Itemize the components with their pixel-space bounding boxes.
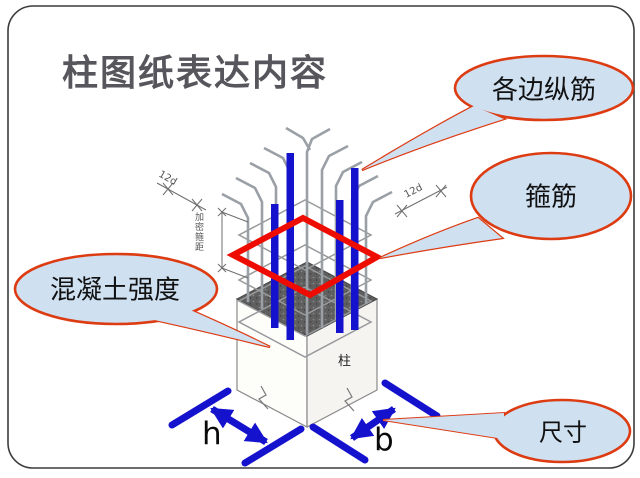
highlighted-longitudinal-bars: [271, 153, 359, 340]
b-extension-line: [381, 379, 441, 420]
callout-dimensions: [382, 398, 632, 464]
h-extension-line: [241, 425, 305, 467]
callout-label-longitudinal-bars: 各边纵筋: [491, 75, 597, 106]
b-extension-line: [309, 423, 369, 464]
callout-concrete-strength: [13, 252, 271, 349]
column-face-label: 柱: [338, 354, 352, 369]
blue-bar: [351, 168, 359, 330]
callout-label-concrete-strength: 混凝土强度: [49, 275, 181, 306]
dimension-label-h: h: [202, 416, 222, 452]
blue-bar: [271, 204, 279, 328]
dimension-label-b: b: [374, 422, 394, 458]
column-drawing: [156, 126, 448, 428]
b-dimension-arrow: [350, 406, 396, 441]
break-mark-right: [344, 387, 355, 412]
blue-bar: [286, 153, 294, 340]
break-mark-left: [258, 385, 269, 410]
dimension-annotations: [156, 182, 448, 279]
h-extension-line: [168, 387, 232, 429]
callout-label-stirrups: 箍筋: [524, 182, 578, 213]
callout-bubbles: [13, 54, 635, 464]
dimension-arrows: [168, 379, 441, 467]
slide-title: 柱图纸表达内容: [62, 52, 329, 94]
stirrup-spacing-label: 加密箍距: [193, 212, 203, 252]
callout-stirrups: [379, 151, 633, 260]
callout-longitudinal-bars: [361, 54, 635, 172]
slide-border: [7, 5, 635, 469]
callout-label-dimensions: 尺寸: [539, 418, 587, 447]
highlighted-stirrup: [226, 214, 384, 299]
blue-bar: [336, 200, 344, 333]
h-dimension-arrow: [210, 406, 268, 445]
